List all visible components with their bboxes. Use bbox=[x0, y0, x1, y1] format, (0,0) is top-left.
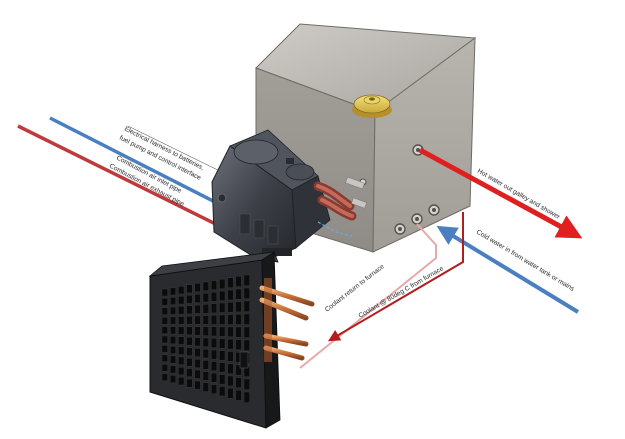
fan-heater-unit bbox=[148, 251, 315, 429]
cold-water-arrow bbox=[436, 225, 580, 314]
coolant-hoses bbox=[313, 176, 367, 237]
copper-pipe bbox=[263, 333, 309, 347]
fan-grille-icon bbox=[161, 274, 250, 403]
pipe-port-icon bbox=[394, 223, 406, 235]
coolant-return-line bbox=[299, 223, 437, 369]
pipe-port-icon bbox=[411, 213, 423, 225]
label-hot-water: Hot water out galley and shower bbox=[476, 168, 562, 222]
label-cold-water: Cold water in from water tank or mains bbox=[475, 229, 576, 293]
harness-leader bbox=[127, 125, 231, 177]
pressure-cap-icon bbox=[352, 94, 392, 118]
hot-water-arrow bbox=[418, 147, 583, 239]
coolant-supply-line bbox=[327, 212, 464, 342]
pipe-port-icon bbox=[428, 204, 440, 216]
tank-right-face bbox=[372, 36, 476, 253]
furnace-unit bbox=[211, 129, 331, 263]
